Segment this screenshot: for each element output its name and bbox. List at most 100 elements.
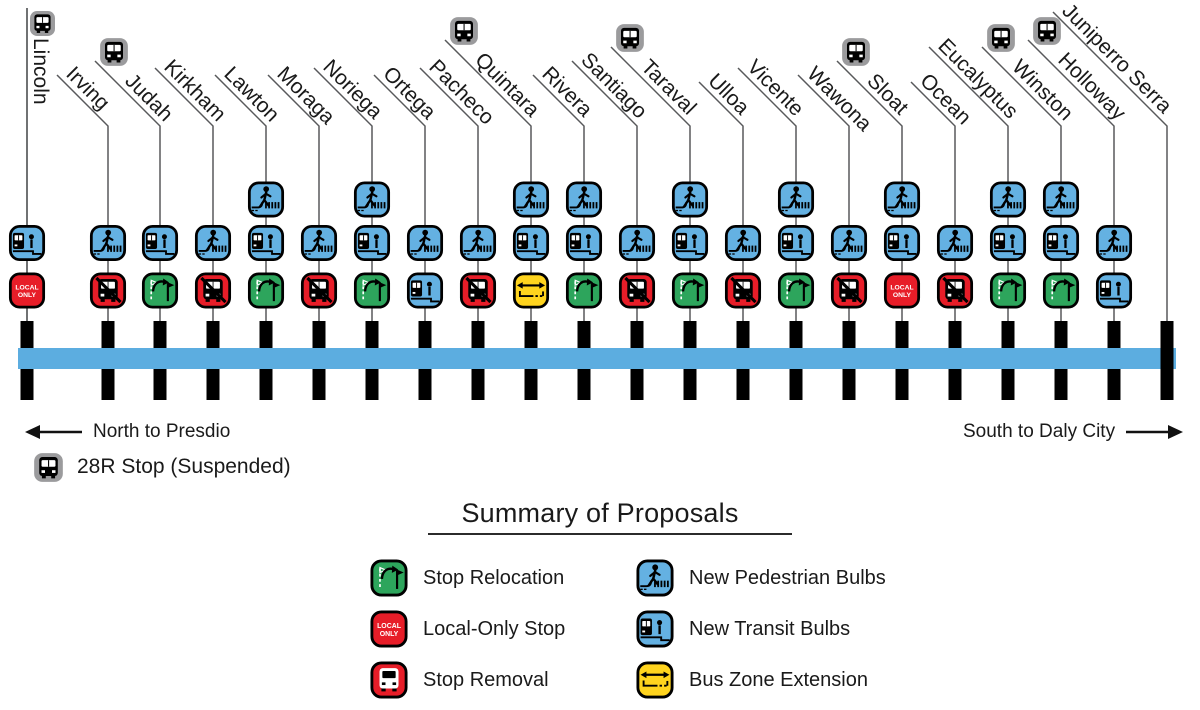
legend-item-label: New Pedestrian Bulbs	[689, 566, 886, 589]
ped-icon	[777, 181, 815, 218]
transit-icon	[671, 224, 709, 262]
relocation-icon	[671, 272, 709, 309]
removal-icon	[300, 272, 338, 309]
ped-icon	[300, 224, 338, 262]
street-label: Irving	[61, 62, 114, 115]
arrow-left-icon	[25, 425, 82, 439]
removal-icon	[618, 272, 656, 309]
ped-icon	[353, 181, 391, 218]
suspended-bus-icon	[450, 17, 478, 45]
transit-icon	[636, 610, 674, 648]
legend-item-label: Local-Only Stop	[423, 617, 566, 640]
legend-title: Summary of Proposals	[461, 498, 739, 528]
removal-icon	[459, 272, 497, 309]
transit-icon	[883, 224, 921, 262]
route-line	[18, 348, 1176, 369]
relocation-icon	[565, 272, 603, 309]
transit-icon	[512, 224, 550, 262]
transit-icon	[247, 224, 285, 262]
direction-south-label: South to Daly City	[963, 421, 1116, 442]
relocation-icon	[141, 272, 179, 309]
legend-item-busext: Bus Zone Extension	[636, 661, 886, 699]
removal-icon	[370, 661, 408, 699]
suspended-bus-icon	[100, 38, 128, 66]
transit-icon	[353, 224, 391, 262]
stop-ulloa: Ulloa	[698, 69, 762, 321]
legend-item-transit: New Transit Bulbs	[636, 610, 886, 648]
transit-icon	[565, 224, 603, 262]
suspended-bus-icon	[30, 11, 55, 36]
legend-item-label: Stop Relocation	[423, 566, 565, 589]
transit-icon	[1042, 224, 1080, 262]
ped-icon	[512, 181, 550, 218]
relocation-icon	[247, 272, 285, 309]
relocation-icon	[353, 272, 391, 309]
ped-icon	[1042, 181, 1080, 218]
suspended-stop-label: 28R Stop (Suspended)	[77, 455, 291, 478]
street-tick	[1160, 321, 1174, 400]
removal-icon	[830, 272, 868, 309]
street-label: Vicente	[742, 55, 808, 121]
relocation-icon	[1042, 272, 1080, 309]
legend-item-ped: New Pedestrian Bulbs	[636, 559, 886, 597]
legend-item-local: Local-Only Stop	[370, 610, 565, 648]
ped-icon	[883, 181, 921, 218]
ped-icon	[406, 224, 444, 262]
transit-icon	[1095, 272, 1133, 309]
street-label: Lincoln	[29, 38, 52, 105]
local-icon	[8, 272, 46, 309]
removal-icon	[724, 272, 762, 309]
local-icon	[370, 610, 408, 648]
ped-icon	[636, 559, 674, 597]
ped-icon	[724, 224, 762, 262]
suspended-bus-icon	[33, 452, 64, 483]
suspended-bus-icon	[842, 38, 870, 66]
legend-title-underline	[428, 533, 792, 535]
ped-icon	[89, 224, 127, 262]
stop-irving: Irving	[56, 62, 127, 321]
relocation-icon	[989, 272, 1027, 309]
street-label: Wawona	[802, 62, 876, 136]
legend-item-relocation: Stop Relocation	[370, 559, 565, 597]
suspended-stop-legend: 28R Stop (Suspended)	[33, 451, 291, 483]
direction-north: North to Presdio	[25, 419, 230, 445]
arrow-right-icon	[1126, 425, 1184, 439]
ped-icon	[989, 181, 1027, 218]
transit-icon	[406, 272, 444, 309]
relocation-icon	[777, 272, 815, 309]
stop-quintara: Quintara	[444, 17, 550, 321]
ped-icon	[194, 224, 232, 262]
removal-icon	[89, 272, 127, 309]
legend-item-removal: Stop Removal	[370, 661, 565, 699]
suspended-bus-icon	[616, 24, 644, 52]
street-label: Lawton	[219, 62, 283, 126]
transit-icon	[777, 224, 815, 262]
busext-icon	[636, 661, 674, 699]
stop-ocean: Ocean	[910, 69, 975, 321]
legend-item-label: Stop Removal	[423, 668, 549, 691]
busext-icon	[512, 272, 550, 309]
removal-icon	[194, 272, 232, 309]
ped-icon	[830, 224, 868, 262]
ped-icon	[247, 181, 285, 218]
suspended-bus-icon	[987, 24, 1015, 52]
ped-icon	[1095, 224, 1133, 262]
ped-icon	[565, 181, 603, 218]
local-icon	[883, 272, 921, 309]
ped-icon	[671, 181, 709, 218]
direction-south: South to Daly City	[963, 419, 1184, 445]
direction-north-label: North to Presdio	[93, 421, 231, 442]
legend-item-label: New Transit Bulbs	[689, 617, 851, 640]
stop-lincoln: Lincoln	[8, 8, 55, 321]
removal-icon	[936, 272, 974, 309]
transit-icon	[141, 224, 179, 262]
legend-item-label: Bus Zone Extension	[689, 668, 868, 691]
transit-icon	[8, 224, 46, 262]
suspended-bus-icon	[1033, 17, 1061, 45]
ped-icon	[459, 224, 497, 262]
ped-icon	[936, 224, 974, 262]
